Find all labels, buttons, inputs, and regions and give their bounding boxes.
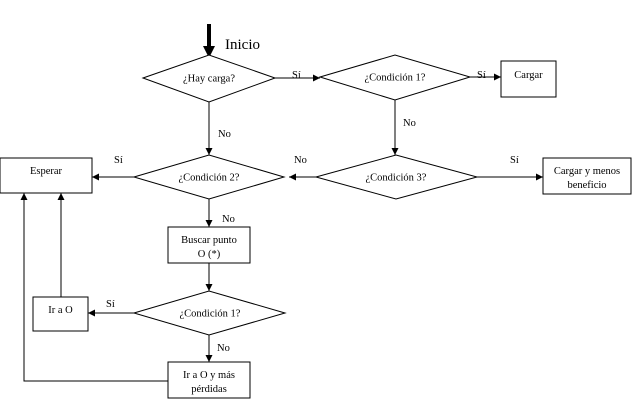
process-cargar-label: Cargar: [514, 70, 543, 81]
edge-labels: Sí Sí No No No Sí Sí No Sí No: [106, 70, 519, 354]
edge-label-cond3-si: Sí: [510, 155, 519, 166]
edge-label-cond1top-si: Sí: [477, 70, 486, 81]
decision-condicion-1-top: ¿Condición 1?: [318, 54, 472, 101]
edge-label-cond1top-no: No: [403, 118, 416, 129]
process-esperar: Esperar: [0, 157, 93, 194]
process-ir-mas-line1: Ir a O y más: [183, 370, 235, 381]
decision-hay-carga-label: ¿Hay carga?: [183, 74, 235, 85]
decision-hay-carga: ¿Hay carga?: [141, 54, 277, 103]
process-ir-a-o-mas-perdidas: Ir a O y más pérdidas: [167, 361, 251, 399]
process-cargar-menos-line1: Cargar y menos: [554, 166, 620, 177]
decision-condicion-2-label: ¿Condición 2?: [179, 173, 240, 184]
process-ir-mas-line2: pérdidas: [191, 384, 227, 395]
edge-label-cond2-no: No: [222, 214, 235, 225]
edge-label-cond1bottom-si: Sí: [106, 299, 115, 310]
edge-label-hay-no: No: [218, 129, 231, 140]
edge-label-cond1bottom-no: No: [217, 343, 230, 354]
decision-condicion-1-bottom-label: ¿Condición 1?: [180, 309, 241, 320]
process-buscar-line2: O (*): [198, 249, 221, 260]
process-cargar-menos-beneficio: Cargar y menos beneficio: [542, 157, 632, 195]
start-label: Inicio: [225, 37, 260, 53]
process-buscar-line1: Buscar punto: [181, 235, 237, 246]
edge-label-cond3-no: No: [294, 155, 307, 166]
edge-label-hay-si: Sí: [292, 70, 301, 81]
decision-condicion-2: ¿Condición 2?: [132, 154, 286, 200]
process-esperar-label: Esperar: [30, 166, 63, 177]
decision-condicion-3: ¿Condición 3?: [314, 154, 479, 200]
edge-ir-mas-to-esperar: [20, 193, 168, 382]
start-marker: [203, 24, 215, 58]
process-cargar: Cargar: [500, 60, 557, 98]
edge-label-cond2-si: Sí: [114, 155, 123, 166]
process-ir-a-o: Ir a O: [32, 296, 89, 332]
decision-condicion-1-top-label: ¿Condición 1?: [365, 73, 426, 84]
process-ir-a-o-label: Ir a O: [48, 305, 73, 316]
connectors: [20, 73, 543, 382]
process-cargar-menos-line2: beneficio: [567, 180, 606, 191]
decision-condicion-1-bottom: ¿Condición 1?: [132, 290, 287, 336]
process-buscar-punto: Buscar punto O (*): [167, 226, 251, 264]
decision-condicion-3-label: ¿Condición 3?: [366, 173, 427, 184]
